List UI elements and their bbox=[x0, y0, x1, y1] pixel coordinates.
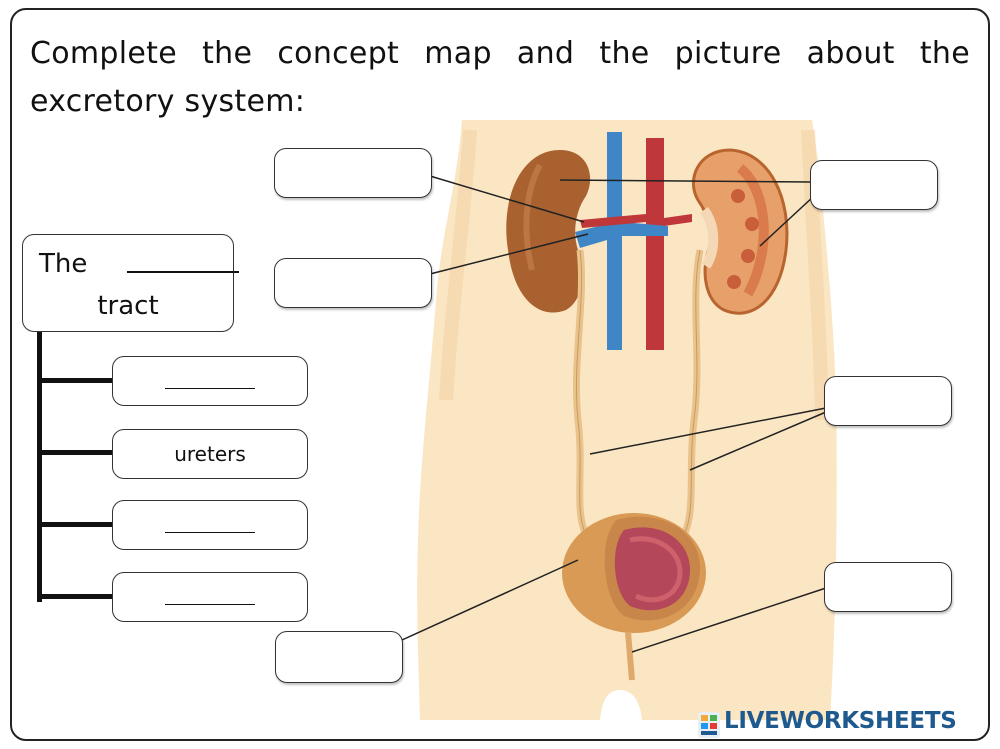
root-suffix: tract bbox=[97, 291, 159, 321]
root-blank-line[interactable] bbox=[127, 271, 239, 273]
concept-map-branch bbox=[37, 594, 113, 599]
right-kidney bbox=[692, 148, 789, 315]
liveworksheets-watermark: LIVEWORKSHEETS bbox=[724, 708, 957, 734]
instructions-text: Complete the concept map and the picture… bbox=[30, 36, 970, 119]
answer-box-ureters[interactable] bbox=[824, 376, 952, 426]
liveworksheets-logo-icon bbox=[698, 712, 720, 738]
concept-item-blank[interactable] bbox=[112, 572, 308, 622]
concept-map-branch bbox=[37, 522, 113, 527]
answer-box-renal-vessels[interactable] bbox=[274, 148, 432, 198]
root-prefix: The bbox=[39, 249, 88, 279]
aorta bbox=[646, 138, 664, 350]
concept-item-blank[interactable] bbox=[112, 500, 308, 550]
answer-box-urethra[interactable] bbox=[824, 562, 952, 612]
blank-line bbox=[165, 387, 255, 389]
urethra bbox=[625, 631, 635, 681]
answer-box-bladder[interactable] bbox=[275, 631, 403, 683]
concept-map-trunk bbox=[37, 332, 42, 602]
concept-map-branch bbox=[37, 450, 113, 455]
answer-box-kidney[interactable] bbox=[810, 160, 938, 210]
concept-map-branch bbox=[37, 378, 113, 383]
concept-item-label: ureters bbox=[174, 442, 246, 466]
concept-item-blank[interactable] bbox=[112, 356, 308, 406]
concept-item-ureters: ureters bbox=[112, 429, 308, 479]
answer-box-vena-cava[interactable] bbox=[274, 258, 432, 308]
concept-map-root: The tract bbox=[22, 234, 239, 332]
blank-line bbox=[165, 603, 255, 605]
vena-cava bbox=[607, 132, 622, 350]
blank-line bbox=[165, 531, 255, 533]
